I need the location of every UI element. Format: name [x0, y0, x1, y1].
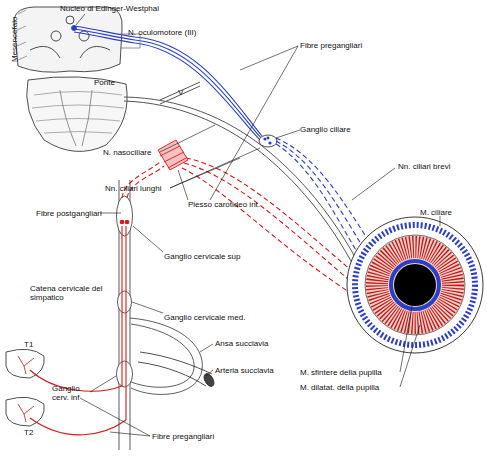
preganglionic-fiber [74, 26, 262, 136]
ansa-subclavia [131, 324, 194, 387]
superior-cervical-ganglion [117, 196, 133, 236]
postganglionic-sympathetic [122, 158, 360, 294]
cord-section [6, 397, 44, 426]
ascending-fiber [125, 226, 126, 420]
part-label: M. sfintere della pupilla [300, 368, 382, 377]
part-label: Nn. ciliari lunghi [105, 184, 161, 193]
part-label: M. ciliare [420, 208, 452, 217]
leader-line [90, 376, 116, 392]
eye-outline [347, 217, 483, 353]
postganglionic-fiber [182, 168, 352, 294]
leader-line [276, 130, 300, 138]
preganglionic-fiber [74, 32, 262, 142]
part-label: Mesencefalo [10, 17, 19, 62]
ciliary-ganglion [259, 135, 277, 147]
part-label: N. oculomotore (III) [128, 28, 196, 37]
ascending-fiber [121, 226, 122, 386]
part-label: Ponte [94, 78, 115, 87]
part-label: T2 [24, 428, 33, 437]
eye-front-view [347, 217, 483, 353]
part-label: N. nasociliare [103, 148, 151, 157]
ganglion-cell [125, 220, 129, 224]
part-label: M. dilatat. della pupilla [300, 383, 379, 392]
preganglionic-fiber [74, 29, 262, 139]
leader-line [170, 148, 260, 188]
ganglion-cells [263, 137, 271, 145]
leader-line [352, 168, 395, 200]
cord-section [6, 349, 44, 378]
pons-tract [60, 90, 92, 146]
pons-section [27, 77, 127, 152]
nerve-fiber [124, 97, 360, 266]
plexus-mesh [160, 146, 186, 168]
leader-line [100, 213, 121, 214]
leader-line [80, 398, 150, 436]
internal-carotid-plexus [158, 140, 188, 170]
postganglionic-fiber [127, 166, 164, 198]
oculomotor-fibers [74, 26, 262, 142]
cerebral-peduncle [30, 46, 110, 58]
trigeminal-branch [160, 82, 200, 104]
part-label: Fibre pregangliari [152, 432, 214, 441]
pupil [394, 264, 436, 306]
spinal-cord-segment [6, 349, 44, 426]
red-nucleus [51, 31, 61, 41]
carotid-segment [158, 140, 188, 170]
leader-line [440, 216, 441, 226]
ganglion-cell [267, 137, 270, 140]
leader-line [206, 370, 213, 376]
part-label: Nn. ciliari brevi [398, 162, 450, 171]
ansa-subclavia [130, 318, 202, 394]
pupil-sphincter-muscle [391, 261, 439, 309]
leader-lines [76, 14, 440, 436]
part-label: Catena cervicale del simpatico [30, 284, 108, 302]
artery-lumen [202, 372, 216, 388]
part-label: Ganglio ciliare [300, 125, 351, 134]
sympathetic-fibers [30, 220, 129, 435]
part-label: Ganglio cervicale med. [164, 313, 245, 322]
ganglion-cell [263, 137, 266, 140]
pons-outline [27, 77, 127, 152]
leader-line [160, 125, 215, 152]
pons-striation [32, 92, 124, 134]
leader-line [200, 344, 213, 352]
cerebral-aqueduct [66, 16, 74, 24]
leader-line [133, 226, 163, 252]
leader-line [210, 46, 298, 200]
ciliary-muscle [355, 225, 475, 345]
part-label: Arteria succlavia [215, 366, 274, 375]
part-label: Ganglio cerv. inf [52, 384, 94, 402]
leader-line [76, 14, 85, 25]
part-label: Nucleo di Edinger-Westphal [60, 4, 159, 13]
leader-line [400, 306, 420, 387]
midbrain-section [14, 7, 122, 72]
inferior-cervical-ganglion [117, 361, 133, 387]
pupil-dilator-muscle [377, 247, 453, 323]
short-ciliary-nerve [276, 144, 362, 260]
part-label: Ganglio cervicale sup [164, 252, 240, 261]
postganglionic-fiber [184, 163, 356, 286]
middle-cervical-ganglion [118, 291, 132, 313]
ganglion-cell [120, 220, 124, 224]
part-label: Fibre postgangliari [36, 209, 102, 218]
part-label: Plesso carotideo int. [188, 200, 260, 209]
part-label: T1 [24, 340, 33, 349]
part-label: Ansa succlavia [215, 339, 268, 348]
midbrain-outline [14, 7, 122, 72]
postganglionic-parasympathetic [276, 138, 372, 260]
part-label: V [178, 88, 183, 97]
short-ciliary-nerve [276, 141, 366, 252]
part-label: Fibre pregangliari [300, 41, 362, 50]
leader-line [132, 302, 163, 313]
short-ciliary-nerve [276, 138, 372, 246]
artery-wall [138, 352, 212, 386]
iris [365, 235, 465, 335]
ganglion-cell [268, 141, 271, 144]
subclavian-artery [138, 352, 216, 388]
leader-line [178, 170, 188, 200]
